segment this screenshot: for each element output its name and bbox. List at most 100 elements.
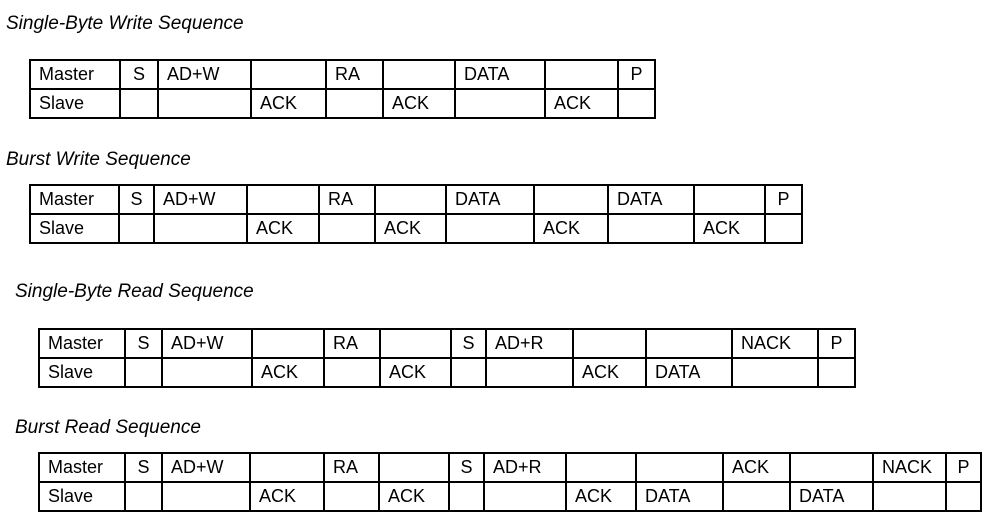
empty-cell bbox=[161, 357, 253, 388]
master-signal-cell: AD+W bbox=[161, 452, 251, 483]
empty-cell bbox=[485, 357, 574, 388]
empty-cell bbox=[872, 481, 947, 512]
master-signal-cell: RA bbox=[318, 184, 376, 215]
empty-cell bbox=[250, 59, 327, 90]
slave-signal-cell: ACK bbox=[382, 88, 456, 119]
master-signal-cell: S bbox=[124, 328, 163, 359]
slave-signal-cell: ACK bbox=[251, 357, 325, 388]
slave-signal-cell: ACK bbox=[249, 481, 325, 512]
master-row-label: Master bbox=[38, 452, 126, 483]
master-signal-cell: AD+W bbox=[157, 59, 252, 90]
empty-cell bbox=[572, 328, 647, 359]
slave-row: Slave ACK ACK ACK bbox=[29, 88, 656, 119]
empty-cell bbox=[124, 481, 163, 512]
empty-cell bbox=[764, 213, 803, 244]
master-signal-cell: S bbox=[448, 452, 485, 483]
empty-cell bbox=[450, 357, 487, 388]
slave-signal-cell: ACK bbox=[250, 88, 327, 119]
empty-cell bbox=[454, 88, 546, 119]
slave-signal-cell: ACK bbox=[374, 213, 447, 244]
master-signal-cell: NACK bbox=[731, 328, 819, 359]
master-signal-cell: NACK bbox=[872, 452, 947, 483]
master-signal-cell: S bbox=[118, 184, 155, 215]
slave-row: Slave ACK ACK ACK ACK bbox=[29, 213, 803, 244]
empty-cell bbox=[565, 452, 637, 483]
empty-cell bbox=[325, 88, 384, 119]
empty-cell bbox=[157, 88, 252, 119]
master-row-label: Master bbox=[29, 184, 120, 215]
master-signal-cell: S bbox=[119, 59, 159, 90]
slave-signal-cell: ACK bbox=[246, 213, 320, 244]
master-signal-cell: RA bbox=[323, 328, 381, 359]
master-signal-cell: RA bbox=[323, 452, 380, 483]
slave-signal-cell: ACK bbox=[544, 88, 619, 119]
empty-cell bbox=[249, 452, 325, 483]
slave-signal-cell: ACK bbox=[572, 357, 647, 388]
slave-row-label: Slave bbox=[29, 213, 120, 244]
empty-cell bbox=[323, 357, 381, 388]
master-signal-cell: P bbox=[817, 328, 856, 359]
empty-cell bbox=[118, 213, 155, 244]
master-signal-cell: ACK bbox=[722, 452, 791, 483]
master-signal-cell: AD+W bbox=[153, 184, 248, 215]
empty-cell bbox=[789, 452, 874, 483]
empty-cell bbox=[731, 357, 819, 388]
empty-cell bbox=[382, 59, 456, 90]
slave-signal-cell: ACK bbox=[565, 481, 637, 512]
master-signal-cell: AD+W bbox=[161, 328, 253, 359]
empty-cell bbox=[251, 328, 325, 359]
empty-cell bbox=[124, 357, 163, 388]
slave-signal-cell: ACK bbox=[379, 357, 452, 388]
master-signal-cell: DATA bbox=[445, 184, 535, 215]
sequence-title-burst-write: Burst Write Sequence bbox=[6, 149, 191, 170]
master-signal-cell: AD+R bbox=[483, 452, 567, 483]
master-signal-cell: P bbox=[945, 452, 982, 483]
empty-cell bbox=[693, 184, 766, 215]
empty-cell bbox=[318, 213, 376, 244]
empty-cell bbox=[945, 481, 982, 512]
empty-cell bbox=[533, 184, 609, 215]
slave-signal-cell: ACK bbox=[693, 213, 766, 244]
slave-signal-cell: DATA bbox=[789, 481, 874, 512]
master-row-label: Master bbox=[29, 59, 121, 90]
empty-cell bbox=[246, 184, 320, 215]
empty-cell bbox=[161, 481, 251, 512]
empty-cell bbox=[379, 328, 452, 359]
sequence-title-single-byte-read: Single-Byte Read Sequence bbox=[15, 281, 254, 302]
slave-signal-cell: ACK bbox=[378, 481, 450, 512]
empty-cell bbox=[153, 213, 248, 244]
slave-row-label: Slave bbox=[29, 88, 121, 119]
empty-cell bbox=[119, 88, 159, 119]
slave-row-label: Slave bbox=[38, 357, 126, 388]
master-signal-cell: P bbox=[764, 184, 803, 215]
empty-cell bbox=[544, 59, 619, 90]
slave-signal-cell: DATA bbox=[635, 481, 724, 512]
empty-cell bbox=[607, 213, 695, 244]
master-signal-cell: P bbox=[617, 59, 656, 90]
master-signal-cell: S bbox=[450, 328, 487, 359]
empty-cell bbox=[617, 88, 656, 119]
master-row-label: Master bbox=[38, 328, 126, 359]
slave-signal-cell: ACK bbox=[533, 213, 609, 244]
empty-cell bbox=[635, 452, 724, 483]
empty-cell bbox=[817, 357, 856, 388]
master-signal-cell: S bbox=[124, 452, 163, 483]
sequence-title-burst-read: Burst Read Sequence bbox=[15, 417, 201, 438]
empty-cell bbox=[483, 481, 567, 512]
empty-cell bbox=[323, 481, 380, 512]
empty-cell bbox=[722, 481, 791, 512]
empty-cell bbox=[645, 328, 733, 359]
empty-cell bbox=[445, 213, 535, 244]
master-signal-cell: DATA bbox=[454, 59, 546, 90]
master-signal-cell: AD+R bbox=[485, 328, 574, 359]
empty-cell bbox=[378, 452, 450, 483]
